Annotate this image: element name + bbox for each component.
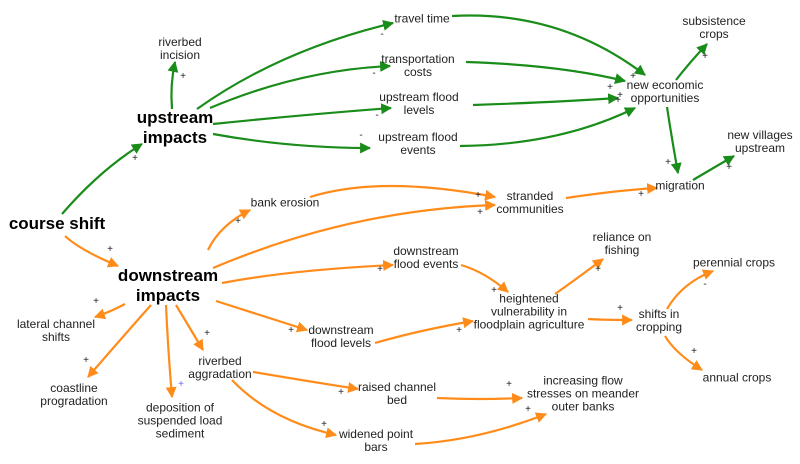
polarity-sign: + — [525, 404, 531, 415]
node-migration: migration — [655, 178, 705, 193]
polarity-sign: + — [702, 51, 708, 62]
node-new-villages-upstream: new villages upstream — [727, 128, 793, 155]
link-heightened_vulnerability-to-shifts_in_cropping — [587, 314, 634, 326]
link-migration-to-new_villages_upstream — [692, 155, 735, 181]
link-shifts_in_cropping-to-annual_crops — [664, 335, 703, 371]
polarity-sign: + — [475, 190, 481, 201]
link-heightened_vulnerability-to-reliance_on_fishing — [554, 258, 604, 295]
polarity-sign: + — [617, 90, 623, 101]
node-increasing-flow-stresses: increasing flow stresses on meander oute… — [526, 373, 640, 414]
link-upstream_flood_levels-to-new_economic_opportunities — [472, 93, 620, 107]
link-downstream_impacts-to-downstream_flood_events — [221, 259, 395, 285]
polarity-sign: + — [83, 355, 89, 366]
polarity-sign: - — [359, 130, 362, 141]
link-upstream_flood_events-to-new_economic_opportunities — [459, 107, 636, 148]
node-riverbed-incision: riverbed incision — [158, 35, 202, 62]
node-course-shift: course shift — [8, 214, 106, 233]
polarity-sign: + — [204, 328, 210, 339]
node-deposition: deposition of suspended load sediment — [137, 400, 223, 441]
link-upstream_impacts-to-travel_time — [196, 19, 395, 110]
polarity-sign: + — [456, 325, 462, 336]
link-bank_erosion-to-stranded_communities — [309, 184, 497, 201]
link-downstream_impacts-to-stranded_communities — [212, 199, 497, 270]
link-raised_channel_bed-to-increasing_flow_stresses — [436, 392, 524, 404]
link-travel_time-to-new_economic_opportunities — [451, 14, 646, 76]
node-new-economic-opportunities: new economic opportunities — [626, 78, 704, 105]
node-downstream-flood-events: downstream flood events — [393, 244, 459, 271]
polarity-sign: + — [615, 95, 621, 106]
polarity-sign: + — [338, 387, 344, 398]
link-riverbed_aggradation-to-widened_point_bars — [231, 379, 338, 439]
link-upstream_impacts-to-upstream_flood_events — [212, 132, 372, 154]
node-raised-channel-bed: raised channel bed — [357, 380, 437, 407]
polarity-sign: + — [288, 325, 294, 336]
polarity-sign: + — [321, 419, 327, 430]
polarity-sign: + — [691, 346, 697, 357]
polarity-sign: + — [630, 71, 636, 82]
node-upstream-flood-levels: upstream flood levels — [379, 90, 459, 117]
link-downstream_impacts-to-riverbed_aggradation — [175, 304, 204, 351]
link-widened_point_bars-to-increasing_flow_stresses — [414, 412, 548, 446]
polarity-sign: + — [93, 296, 99, 307]
link-downstream_flood_levels-to-heightened_vulnerability — [374, 317, 475, 345]
node-bank-erosion: bank erosion — [250, 195, 320, 210]
link-riverbed_aggradation-to-raised_channel_bed — [252, 370, 360, 393]
polarity-sign: - — [375, 110, 378, 121]
link-downstream_impacts-to-bank_erosion — [207, 209, 251, 251]
link-transportation_costs-to-new_economic_opportunities — [465, 60, 627, 84]
polarity-sign: + — [607, 82, 613, 93]
link-upstream_impacts-to-transportation_costs — [209, 60, 392, 110]
polarity-sign: + — [235, 216, 241, 227]
link-new_economic_opportunities-to-subsistence_crops — [675, 43, 708, 81]
link-downstream_impacts-to-downstream_flood_levels — [215, 299, 309, 333]
polarity-sign: + — [506, 379, 512, 390]
polarity-sign: + — [132, 153, 138, 164]
polarity-sign: - — [703, 279, 706, 290]
polarity-sign: + — [491, 285, 497, 296]
polarity-sign: + — [595, 264, 601, 275]
polarity-sign: + — [665, 157, 671, 168]
node-reliance-on-fishing: reliance on fishing — [592, 230, 652, 257]
polarity-sign: + — [377, 264, 383, 275]
node-heightened-vulnerability: heightened vulnerability in floodplain a… — [473, 291, 585, 332]
polarity-sign: + — [726, 162, 732, 173]
node-travel-time: travel time — [394, 11, 450, 26]
node-subsistence-crops: subsistence crops — [682, 14, 746, 41]
node-lateral-channel-shifts: lateral channel shifts — [16, 317, 96, 344]
polarity-sign: + — [638, 189, 644, 200]
link-course_shift-to-downstream_impacts — [64, 235, 120, 268]
polarity-sign: + — [617, 303, 623, 314]
node-stranded-communities: stranded communities — [496, 189, 564, 216]
link-downstream_impacts-to-lateral_channel_shifts — [93, 303, 126, 320]
link-shifts_in_cropping-to-perennial_crops — [666, 269, 715, 310]
polarity-sign: + — [477, 207, 483, 218]
node-upstream-impacts: upstream impacts — [136, 108, 214, 147]
polarity-sign: + — [180, 71, 186, 82]
node-widened-point-bars: widened point bars — [338, 427, 414, 454]
node-downstream-impacts: downstream impacts — [117, 266, 219, 305]
node-perennial-crops: perennial crops — [692, 255, 776, 270]
polarity-sign: - — [372, 68, 375, 79]
polarity-sign: - — [380, 29, 383, 40]
link-downstream_impacts-to-deposition — [164, 304, 177, 399]
polarity-sign: + — [178, 379, 184, 390]
link-stranded_communities-to-migration — [565, 183, 659, 200]
link-upstream_impacts-to-upstream_flood_levels — [212, 103, 393, 126]
link-course_shift-to-upstream_impacts — [61, 143, 143, 215]
link-new_economic_opportunities-to-migration — [665, 106, 682, 175]
node-riverbed-aggradation: riverbed aggradation — [188, 354, 252, 381]
node-downstream-flood-levels: downstream flood levels — [308, 323, 374, 350]
node-annual-crops: annual crops — [702, 370, 772, 385]
node-shifts-in-cropping: shifts in cropping — [635, 307, 683, 334]
link-downstream_flood_events-to-heightened_vulnerability — [460, 263, 509, 293]
link-downstream_impacts-to-coastline_progradation — [87, 304, 152, 378]
polarity-sign: + — [107, 244, 113, 255]
node-transportation-costs: transportation costs — [381, 52, 455, 79]
link-upstream_impacts-to-riverbed_incision — [167, 60, 179, 110]
node-upstream-flood-events: upstream flood events — [378, 130, 458, 157]
node-coastline-progradation: coastline progradation — [40, 381, 108, 408]
